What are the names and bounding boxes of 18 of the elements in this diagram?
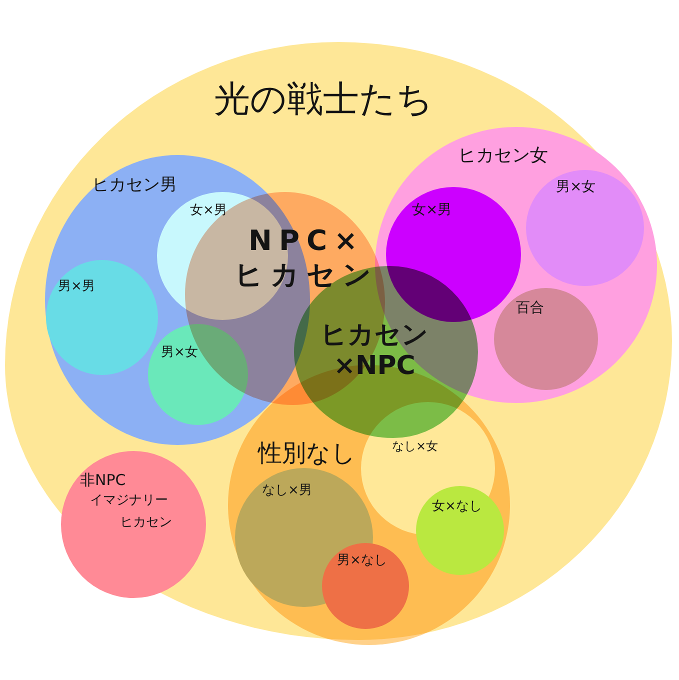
set-label: 男×女 [556,180,596,196]
set-label: なし×男 [262,484,312,498]
set-label: ヒカセン男 [92,176,177,195]
set-label: 女×なし [432,500,482,514]
set-label: 男×女 [161,346,198,360]
set-label: ヒカセン女 [458,146,548,166]
set-label: なし×女 [392,440,438,454]
set-title: 光の戦士たち [214,80,433,120]
set-label: 男×なし [337,554,387,568]
set-label: イマジナリー [90,494,168,508]
set-label: 男×男 [58,280,95,294]
set-label: 女×男 [412,203,452,218]
set-label: ヒカセン×NPC [320,320,430,382]
set-label: 百合 [516,301,544,316]
set-label: 性別なし [258,440,356,466]
set-label: 女×男 [190,204,227,218]
set-label: 非NPC [80,472,126,488]
set-label: ヒカセン [120,516,172,530]
